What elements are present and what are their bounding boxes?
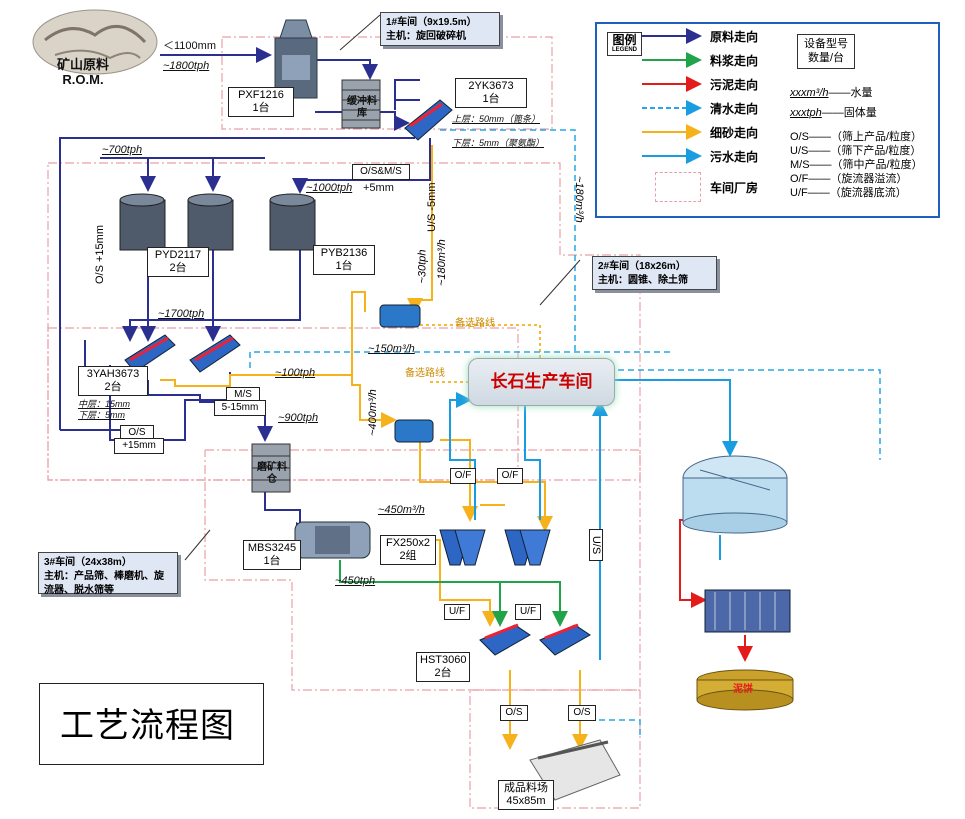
rod-bin-label: 磨矿料仓 [257, 462, 287, 485]
flow-180m3h-b: ~180m³/h [573, 176, 585, 223]
flow-us: U/S [589, 529, 603, 561]
flow-of-1: O/F [450, 468, 476, 484]
feldspar-workshop-box: 长石生产车间 [468, 358, 615, 406]
vibrating-screen-2yk-image [404, 99, 453, 141]
screen-2yk-upper: 上层：50mm（篦条） [452, 114, 541, 124]
legend-spec-box: 设备型号数量/台 [797, 34, 855, 69]
backup-route-lines [420, 324, 541, 383]
rod-mill-image [294, 521, 371, 559]
rom-rock-image [32, 9, 158, 75]
vibrating-screen-3yah-2-image [189, 334, 241, 373]
rod-bin-image [251, 443, 291, 493]
legend-note-us: U/S——（筛下产品/粒度） [790, 145, 922, 157]
flow-100tph: ~100tph [275, 367, 316, 379]
legend-item-raw: 原料走向 [710, 30, 759, 44]
cyclone-1-image [439, 529, 486, 566]
legend-item-wastewater: 污水走向 [710, 150, 759, 164]
workshop3-label: 3#车间（24x38m）主机：产品筛、棒磨机、旋流器、脱水筛等 [38, 552, 178, 596]
legend-note-uf: U/F——（旋流器底流） [790, 187, 907, 199]
legend-title-box: 图例 LEGEND [607, 32, 643, 56]
legend-water-unit: xxxm³/h——水量 [790, 87, 873, 99]
legend-item-sludge: 污泥走向 [710, 78, 759, 92]
slurry-pump-2-image [394, 419, 434, 443]
legend-item-workshop: 车间厂房 [710, 181, 759, 195]
backup-route-2: 备选路线 [405, 368, 445, 379]
flow-900tph: ~900tph [278, 412, 319, 424]
flow-30tph: ~30tph [416, 249, 429, 284]
flow-us5: U/S -5mm [426, 182, 438, 233]
flow-plus5: +5mm [363, 182, 394, 194]
workshop1-label: 1#车间（9x19.5m）主机：旋回破碎机 [380, 12, 500, 46]
legend-item-clean-water: 清水走向 [710, 102, 759, 116]
screen-3yah-lower: 下层：5mm [78, 410, 125, 420]
screen-3yah-mid: 中层：15mm [78, 399, 131, 409]
flow-osms: O/S&M/S [352, 164, 410, 180]
cone-crusher-pyb-image [269, 193, 316, 251]
workshop2-label: 2#车间（18x26m）主机：圆锥、除土筛 [592, 256, 717, 290]
flow-450m3h: ~450m³/h [378, 504, 425, 516]
legend-solid-unit: xxxtph——固体量 [790, 107, 877, 119]
thickener-image [682, 455, 788, 534]
slurry-pump-1-image [379, 304, 421, 328]
legend-workshop-sample [655, 172, 701, 202]
flow-450tph: ~450tph [335, 575, 376, 587]
flow-uf-1: U/F [444, 604, 470, 620]
flow-400m3h: ~400m³/h [367, 389, 379, 436]
legend-note-ms: M/S——（筛中产品/粒度） [790, 159, 923, 171]
flow-of-2: O/F [497, 468, 523, 484]
filter-press-image [704, 589, 791, 633]
buffer-bin-label: 缓冲料库 [347, 96, 377, 119]
flow-os-1: O/S [500, 705, 528, 721]
flow-os15: O/S +15mm [94, 225, 106, 284]
buffer-bin-image [341, 79, 381, 129]
legend-note-os: O/S——（筛上产品/粒度） [790, 131, 923, 143]
legend-line-samples [642, 28, 702, 164]
flow-1000tph: ~1000tph [306, 182, 353, 194]
sludge-cake-label: 泥饼 [733, 684, 753, 695]
legend-item-fine-sand: 细砂走向 [710, 126, 759, 140]
flow-180m3h-a: ~180m³/h [436, 239, 448, 286]
legend-item-slurry: 料浆走向 [710, 54, 759, 68]
flow-150m3h: ~150m³/h [368, 343, 415, 355]
dewatering-screen-2-image [539, 623, 591, 656]
flow-os-2: O/S [568, 705, 596, 721]
fine-sand-lines [160, 145, 588, 750]
legend-note-of: O/F——（旋流器溢流） [790, 173, 908, 185]
diagram-title-box: 工艺流程图 [39, 683, 264, 765]
flow-ms-size: 5-15mm [214, 400, 266, 416]
cyclone-2-image [504, 529, 551, 566]
sludge-cake-image [696, 669, 794, 711]
backup-route-1: 备选路线 [455, 318, 495, 329]
slurry-lines [339, 560, 568, 627]
flow-700tph: ~700tph [102, 144, 143, 156]
flow-plus15: +15mm [114, 438, 164, 454]
flow-uf-2: U/F [515, 604, 541, 620]
clean-water-lines [249, 129, 881, 735]
dewatering-screen-1-image [479, 623, 531, 656]
legend: 图例 LEGEND 原料走向 料浆走向 污泥走向 清水走向 细砂走向 污水走向 … [595, 22, 940, 218]
rom-rate-label: ~1800tph [163, 60, 210, 72]
rom-label: 矿山原料 R.O.M. [57, 57, 110, 87]
rom-size-label: ＜1100mm [163, 40, 216, 52]
cone-crusher-pyd-2-image [187, 193, 234, 251]
screen-2yk-lower: 下层：5mm（聚氨酯） [452, 138, 544, 148]
cone-crusher-pyd-1-image [119, 193, 166, 251]
diagram-title: 工艺流程图 [60, 708, 235, 745]
flow-1700tph: ~1700tph [158, 308, 205, 320]
